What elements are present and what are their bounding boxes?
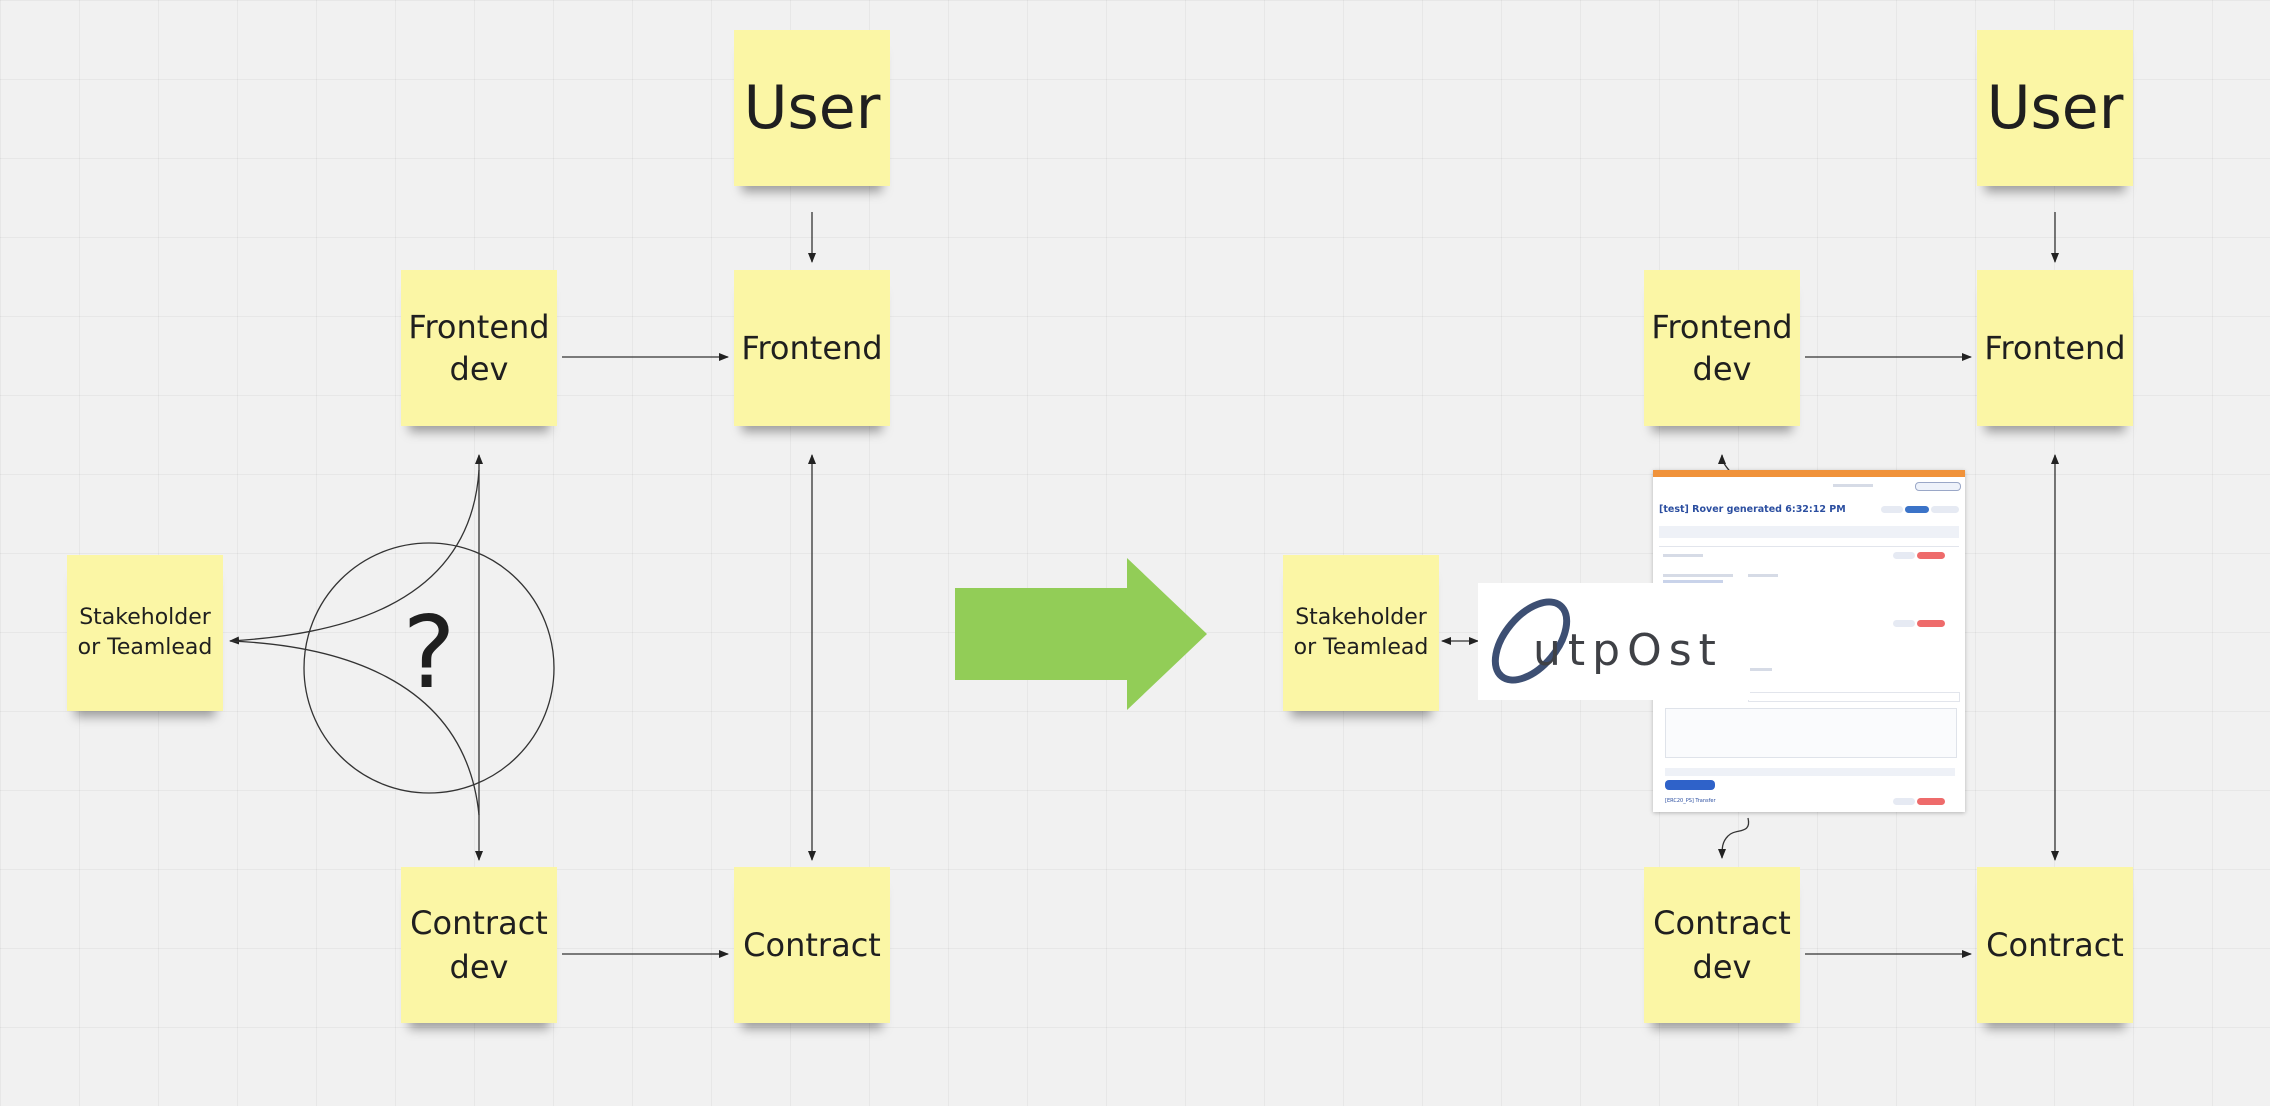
screenshot-text-line-5 bbox=[1748, 668, 1772, 671]
screenshot-tabs-row bbox=[1659, 526, 1959, 538]
screenshot-tab-pill-active bbox=[1905, 506, 1929, 513]
sticky-contract-dev-right[interactable]: Contract dev bbox=[1644, 867, 1800, 1023]
sticky-frontend[interactable]: Frontend bbox=[734, 270, 890, 426]
sticky-contract-right[interactable]: Contract bbox=[1977, 867, 2133, 1023]
screenshot-primary-button bbox=[1665, 780, 1715, 790]
sticky-contract-dev[interactable]: Contract dev bbox=[401, 867, 557, 1023]
sticky-stakeholder-right[interactable]: Stakeholder or Teamlead bbox=[1283, 555, 1439, 711]
screenshot-account-pill bbox=[1915, 482, 1961, 491]
screenshot-remove-button-2 bbox=[1917, 620, 1945, 627]
outpost-logo-ring-icon bbox=[1491, 598, 1571, 684]
screenshot-text-line-2 bbox=[1663, 574, 1733, 577]
outpost-logo-text: utpOst bbox=[1533, 625, 1723, 676]
screenshot-edit-button bbox=[1893, 552, 1915, 559]
screenshot-text-line-3 bbox=[1748, 574, 1778, 577]
screenshot-divider bbox=[1659, 546, 1959, 547]
screenshot-code-block bbox=[1665, 708, 1957, 758]
screenshot-remove-button-3 bbox=[1917, 798, 1945, 805]
sticky-frontend-right[interactable]: Frontend bbox=[1977, 270, 2133, 426]
transform-arrow bbox=[955, 558, 1207, 710]
screenshot-code-footer bbox=[1665, 768, 1955, 776]
screenshot-tab-pill-2 bbox=[1931, 506, 1959, 513]
screenshot-text-line-4 bbox=[1663, 580, 1723, 583]
screenshot-tab-pill bbox=[1881, 506, 1903, 513]
screenshot-title: [test] Rover generated 6:32:12 PM bbox=[1659, 504, 1846, 515]
sticky-frontend-dev-right[interactable]: Frontend dev bbox=[1644, 270, 1800, 426]
sticky-stakeholder[interactable]: Stakeholder or Teamlead bbox=[67, 555, 223, 711]
screenshot-edit-button-3 bbox=[1893, 798, 1915, 805]
screenshot-footer-label: [ERC20_PS] Transfer bbox=[1665, 798, 1716, 804]
sticky-contract[interactable]: Contract bbox=[734, 867, 890, 1023]
screenshot-remove-button bbox=[1917, 552, 1945, 559]
outpost-logo: utpOst bbox=[1478, 583, 1750, 700]
sticky-user-right[interactable]: User bbox=[1977, 30, 2133, 186]
screenshot-text-line bbox=[1663, 554, 1703, 557]
screenshot-top-bar bbox=[1653, 470, 1965, 477]
sticky-frontend-dev[interactable]: Frontend dev bbox=[401, 270, 557, 426]
question-mark: ? bbox=[402, 594, 456, 711]
screenshot-edit-button-2 bbox=[1893, 620, 1915, 627]
screenshot-input-box bbox=[1748, 692, 1960, 702]
outpost-contractdev-arrow bbox=[1718, 817, 1750, 859]
screenshot-toolbar-line bbox=[1833, 484, 1873, 487]
sticky-user[interactable]: User bbox=[734, 30, 890, 186]
